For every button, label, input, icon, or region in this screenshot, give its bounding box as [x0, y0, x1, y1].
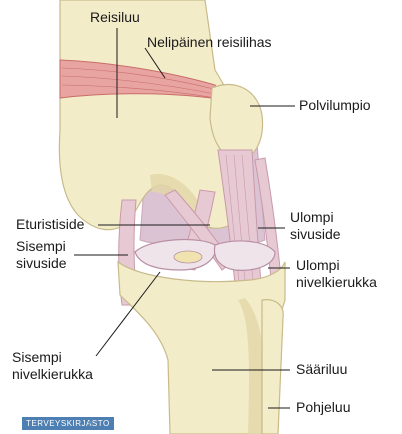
label-ulompi-sivuside-line2: sivuside: [290, 226, 341, 242]
label-sisempi-sivuside-line1: Sisempi: [16, 238, 66, 254]
label-pohjeluu: Pohjeluu: [296, 399, 351, 415]
label-sisempi-sivuside-line2: sivuside: [16, 255, 67, 271]
label-sisempi-nivelkierukka-line1: Sisempi: [12, 349, 62, 365]
label-saariluu: Sääriluu: [296, 361, 347, 377]
label-ulompi-nivelkierukka-line1: Ulompi: [296, 257, 340, 273]
terveyskirjasto-logo-suffix: .fi: [86, 418, 93, 428]
label-ulompi-sivuside-line1: Ulompi: [290, 209, 334, 225]
label-sisempi-nivelkierukka-line2: nivelkierukka: [12, 366, 93, 382]
meniscus-center: [174, 251, 202, 263]
label-nelipainen-reisilihas: Nelipäinen reisilihas: [147, 34, 272, 50]
terveyskirjasto-logo: TERVEYSKIRJASTO: [22, 417, 114, 430]
label-polvilumpio: Polvilumpio: [299, 97, 371, 113]
label-ulompi-nivelkierukka-line2: nivelkierukka: [296, 274, 377, 290]
lateral-meniscus: [214, 241, 275, 270]
fibula-bone: [262, 300, 283, 434]
label-eturistiside: Eturistiside: [16, 216, 85, 232]
label-reisiluu: Reisiluu: [90, 9, 140, 25]
